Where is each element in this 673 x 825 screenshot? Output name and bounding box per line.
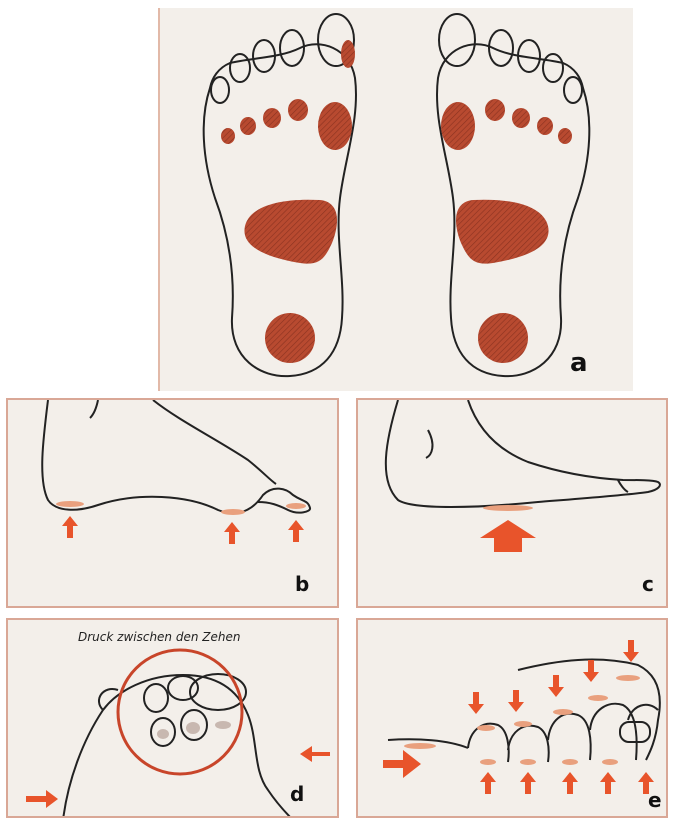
pressure-arrows bbox=[62, 516, 304, 544]
toe-pressure-spots bbox=[404, 675, 640, 765]
panel-a-label: a bbox=[570, 348, 588, 378]
panel-c-label: c bbox=[642, 572, 654, 596]
pressure-arrows-up bbox=[480, 772, 654, 794]
panel-d-label: d bbox=[290, 782, 304, 806]
panel-e-claw-toes: e bbox=[356, 618, 668, 818]
left-pressure-points bbox=[221, 40, 355, 363]
high-arch-foot-drawing bbox=[8, 400, 339, 608]
panel-d-toe-pressure: Druck zwischen den Zehen d bbox=[6, 618, 339, 818]
flat-contact-area bbox=[483, 505, 533, 511]
highlight-circle bbox=[118, 650, 242, 774]
pressure-arrow-large-side bbox=[383, 750, 421, 778]
panel-c-side-view-flat-foot: c bbox=[356, 398, 668, 608]
claw-toes-drawing bbox=[358, 620, 668, 818]
foot-soles-drawing bbox=[160, 8, 633, 391]
flat-foot-drawing bbox=[358, 400, 668, 608]
panel-b-side-view-high-arch: b bbox=[6, 398, 339, 608]
panel-e-label: e bbox=[648, 788, 662, 812]
pressure-arrow-large bbox=[480, 520, 536, 552]
panel-a-foot-soles: a bbox=[158, 8, 633, 391]
panel-b-label: b bbox=[295, 572, 309, 596]
toe-contact-spots bbox=[157, 721, 231, 739]
right-pressure-points bbox=[441, 99, 572, 363]
